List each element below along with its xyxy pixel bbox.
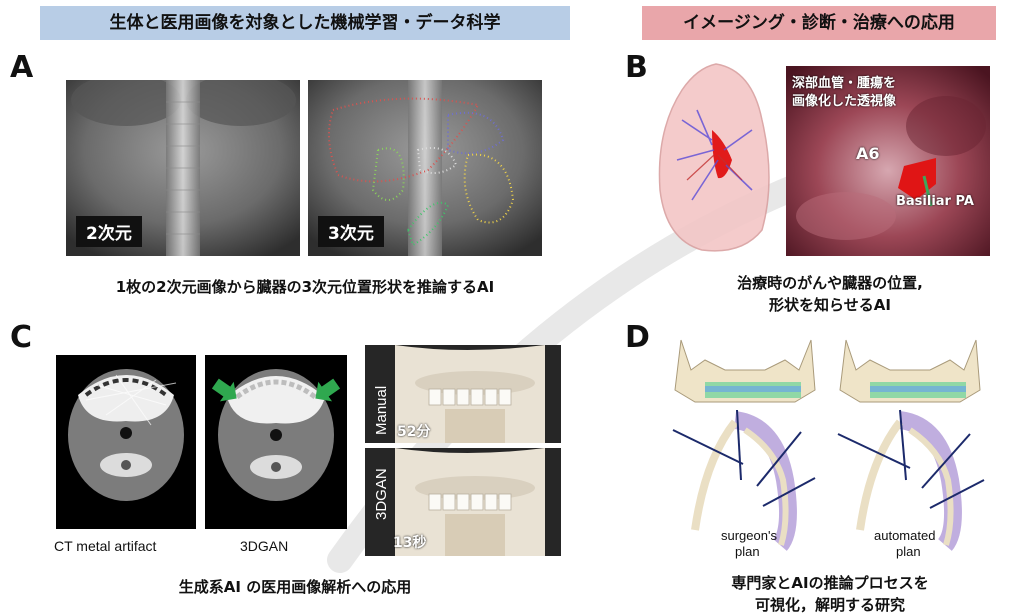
manual-skull-render: Manual 52分 (365, 345, 561, 443)
manual-time: 52分 (397, 424, 431, 440)
green-arrow-left (211, 378, 237, 402)
ct-metal-artifact-image (56, 355, 196, 529)
ct-3dgan-image (205, 355, 347, 529)
overlay-text-line1: 深部血管・腫瘍を (792, 76, 897, 91)
panel-c-label: C (10, 320, 33, 355)
manual-label: Manual (373, 385, 390, 435)
ct-metal-artifact-label: CT metal artifact (54, 538, 157, 554)
tag-2d: 2次元 (76, 216, 142, 247)
tag-3d: 3次元 (318, 216, 384, 247)
surgeon-plan-model: surgeon's plan (665, 330, 825, 560)
green-arrow-right (315, 378, 341, 402)
panel-d-caption-line2: 可視化，解明する研究 (754, 596, 905, 614)
panel-d-label: D (625, 320, 650, 355)
label-basilar: Basiliar PA (896, 194, 974, 209)
panel-b-label: B (625, 50, 648, 85)
endoscopic-view: 深部血管・腫瘍を 画像化した透視像 A6 Basiliar PA (786, 66, 990, 256)
panel-c-caption: 生成系AI の医用画像解析への応用 (178, 578, 412, 596)
ct-3dgan-label: 3DGAN (240, 538, 289, 554)
header-left: 生体と医用画像を対象とした機械学習・データ科学 (40, 6, 570, 40)
xray-2d-image: 2次元 (66, 80, 300, 256)
surgeon-plan-line1: surgeon's (721, 528, 777, 543)
3dgan-time: 13秒 (393, 535, 427, 551)
3dgan-render-label: 3DGAN (373, 468, 390, 520)
lung-3d-model (652, 60, 780, 260)
3dgan-skull-render: 3DGAN 13秒 (365, 448, 561, 556)
panel-d-caption-line1: 専門家とAIの推論プロセスを (731, 574, 929, 592)
panel-b-caption-line1: 治療時のがんや臓器の位置, (737, 274, 923, 292)
label-a6: A6 (856, 144, 880, 163)
panel-b-caption-line2: 形状を知らせるAI (769, 296, 891, 314)
xray-3d-image: 3次元 (308, 80, 542, 256)
automated-plan-line1: automated (874, 528, 936, 543)
automated-plan-line2: plan (896, 544, 921, 559)
overlay-text-line2: 画像化した透視像 (792, 94, 897, 109)
panel-a-caption: 1枚の2次元画像から臓器の3次元位置形状を推論するAI (115, 278, 495, 296)
panel-a-label: A (10, 50, 34, 85)
automated-plan-model: automated plan (830, 330, 994, 560)
header-right: イメージング・診断・治療への応用 (642, 6, 996, 40)
surgeon-plan-line2: plan (735, 544, 760, 559)
